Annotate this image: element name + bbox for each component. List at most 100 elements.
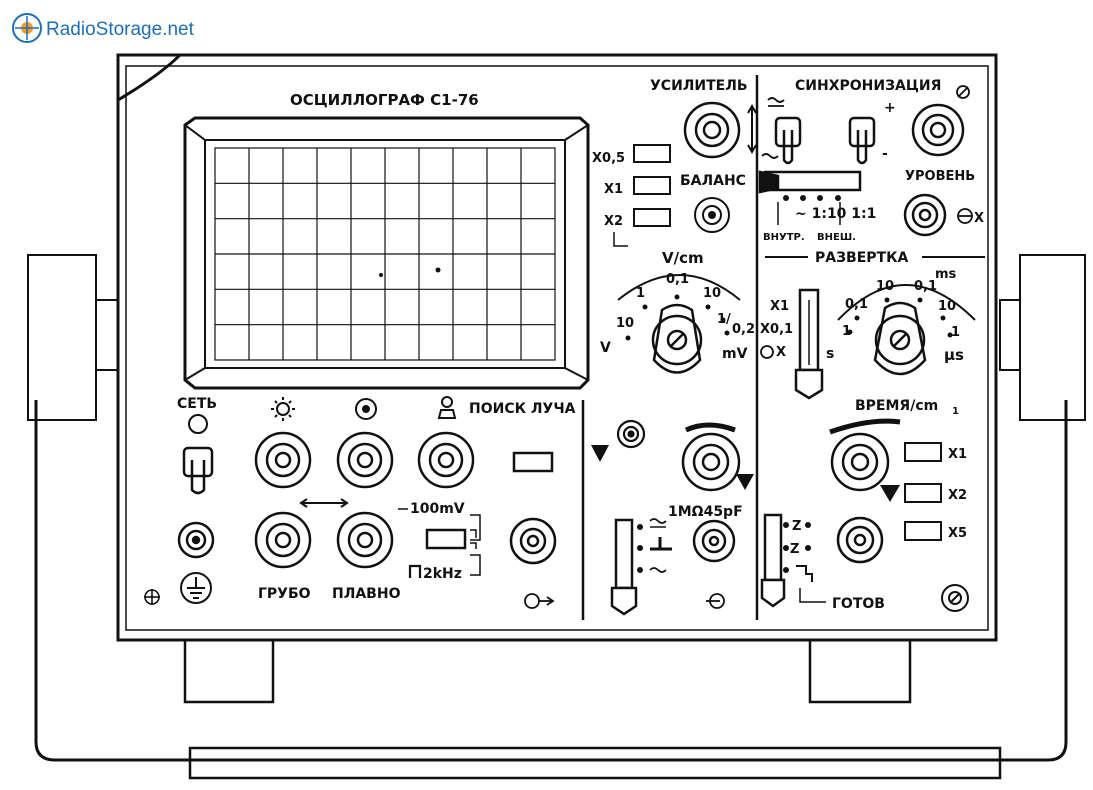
beam-search-button[interactable] [417,431,475,489]
polarity-toggle[interactable] [848,116,876,165]
balance-label: БАЛАНС [680,173,746,189]
sweep-tick-label: 1 [842,324,851,339]
mult-x1-button[interactable] [633,176,671,195]
power-switch[interactable] [182,446,214,495]
mode-z2-label: Z [790,542,799,557]
y-input-jack[interactable] [692,519,736,563]
vcm-tick-label: 10 [703,286,721,301]
chassis-ground-icon [941,584,969,612]
ac-wave-icon [761,153,779,159]
time-per-cm-sub: 1 [952,406,959,417]
sweep-mode-lever[interactable] [760,513,786,608]
sync-ratio-label: ~ 1:10 1:1 [795,206,876,222]
volts-per-cm-knob[interactable] [651,303,703,374]
beam-spot [379,273,383,277]
radiostorage-logo-icon [12,13,42,43]
y-test-jack[interactable] [616,419,646,449]
level-knob[interactable] [911,103,965,157]
external-label: ВНЕШ. [817,232,856,243]
sync-source-slider[interactable] [758,170,862,194]
mult-x2-label: X2 [604,214,623,229]
sweep-mult-x1: X1 [770,299,789,314]
time-mult-x5-button[interactable] [904,521,942,541]
vcm-tick-dot [724,330,730,336]
beam-spot [435,267,441,273]
amplifier-label: УСИЛИТЕЛЬ [650,78,748,94]
vcm-scale: 0,11101/0,210 [616,272,755,341]
vcm-tick-label: 10 [616,316,634,331]
time-per-cm-label: ВРЕМЯ/cm [855,398,938,414]
calibrator-output-button[interactable] [425,528,467,550]
chassis-ground-terminal[interactable] [177,521,215,559]
vcm-right-unit: mV [722,346,748,362]
vertical-arrow-icon [747,103,757,155]
vcm-tick-dot [642,304,648,310]
level-label: УРОВЕНЬ [905,169,975,184]
sync-label: СИНХРОНИЗАЦИЯ [795,78,941,94]
coarse-label: ГРУБО [258,586,311,602]
time-mult-x1-label: X1 [948,447,967,462]
balance-control[interactable] [694,197,730,233]
time-multiplier-buttons: X1 X2 X5 [904,442,967,541]
beam-search-key[interactable] [512,451,554,473]
gain-vernier-arc [684,422,736,433]
astigmatism-fine-knob[interactable] [336,511,394,569]
intensity-knob[interactable] [254,431,312,489]
mult-x2-button[interactable] [633,208,671,227]
focus-icon [355,398,377,420]
sweep-tick-dot [940,315,946,321]
time-mult-x2-button[interactable] [904,483,942,503]
vcm-tick-label: 0,1 [666,272,689,287]
gain-vernier-knob[interactable] [681,432,741,492]
plus-label: + [884,100,896,116]
square-wave-icon [408,564,422,578]
mult-x05-label: X0,5 [592,151,625,166]
sweep-multiplier-lever[interactable] [794,288,824,400]
horizontal-shift-arrow-icon [299,498,349,508]
output-arrow-icon [524,593,555,609]
time-vernier-knob[interactable] [830,432,890,492]
sweep-tick-dot [947,332,953,338]
mult-x05-button[interactable] [633,144,671,163]
sweep-tick-dot [847,329,853,335]
microseconds-unit: µs [944,346,964,364]
coupling-toggle[interactable] [774,116,802,165]
input-arrow-icon [706,593,725,609]
time-mult-x5-label: X5 [948,526,967,541]
focus-knob[interactable] [336,431,394,489]
ac-dc-icon [767,97,785,107]
vcm-tick-dot [720,317,726,323]
astigmatism-coarse-knob[interactable] [254,511,312,569]
vcm-tick-dot [674,294,680,300]
ms-unit: ms [935,267,957,282]
calibrator-output-jack[interactable] [509,517,557,565]
time-mult-x2-label: X2 [948,488,967,503]
vcm-tick-label: 0,2 [732,322,755,337]
position-knob[interactable] [683,101,741,159]
power-label: СЕТЬ [177,396,217,412]
input-arrow-icon [957,208,973,224]
intensity-icon [271,397,295,421]
sweep-tick-dot [884,297,890,303]
gain-marker-icon [736,474,754,490]
input-coupling-lever[interactable] [610,518,638,616]
beam-search-icon [437,396,457,419]
time-per-cm-knob[interactable] [873,301,927,376]
sweep-tick-label: 10 [876,279,894,294]
sweep-tick-dot [917,297,923,303]
instrument-feet [183,638,912,704]
ready-label: ГОТОВ [832,596,885,612]
mode-z1-label: Z [792,519,801,534]
graticule-frame [214,147,556,361]
mult-x1-label: X1 [604,182,623,197]
input-spec-label: 1MΩ45pF [668,504,743,520]
seconds-unit: s [826,346,834,362]
time-mult-x1-button[interactable] [904,442,942,462]
cabinet [116,53,998,642]
ext-sync-input-jack[interactable] [903,193,947,237]
sweep-scale-arc [837,284,976,321]
vcm-tick-dot [705,304,711,310]
vcm-scale-arc [617,274,741,301]
